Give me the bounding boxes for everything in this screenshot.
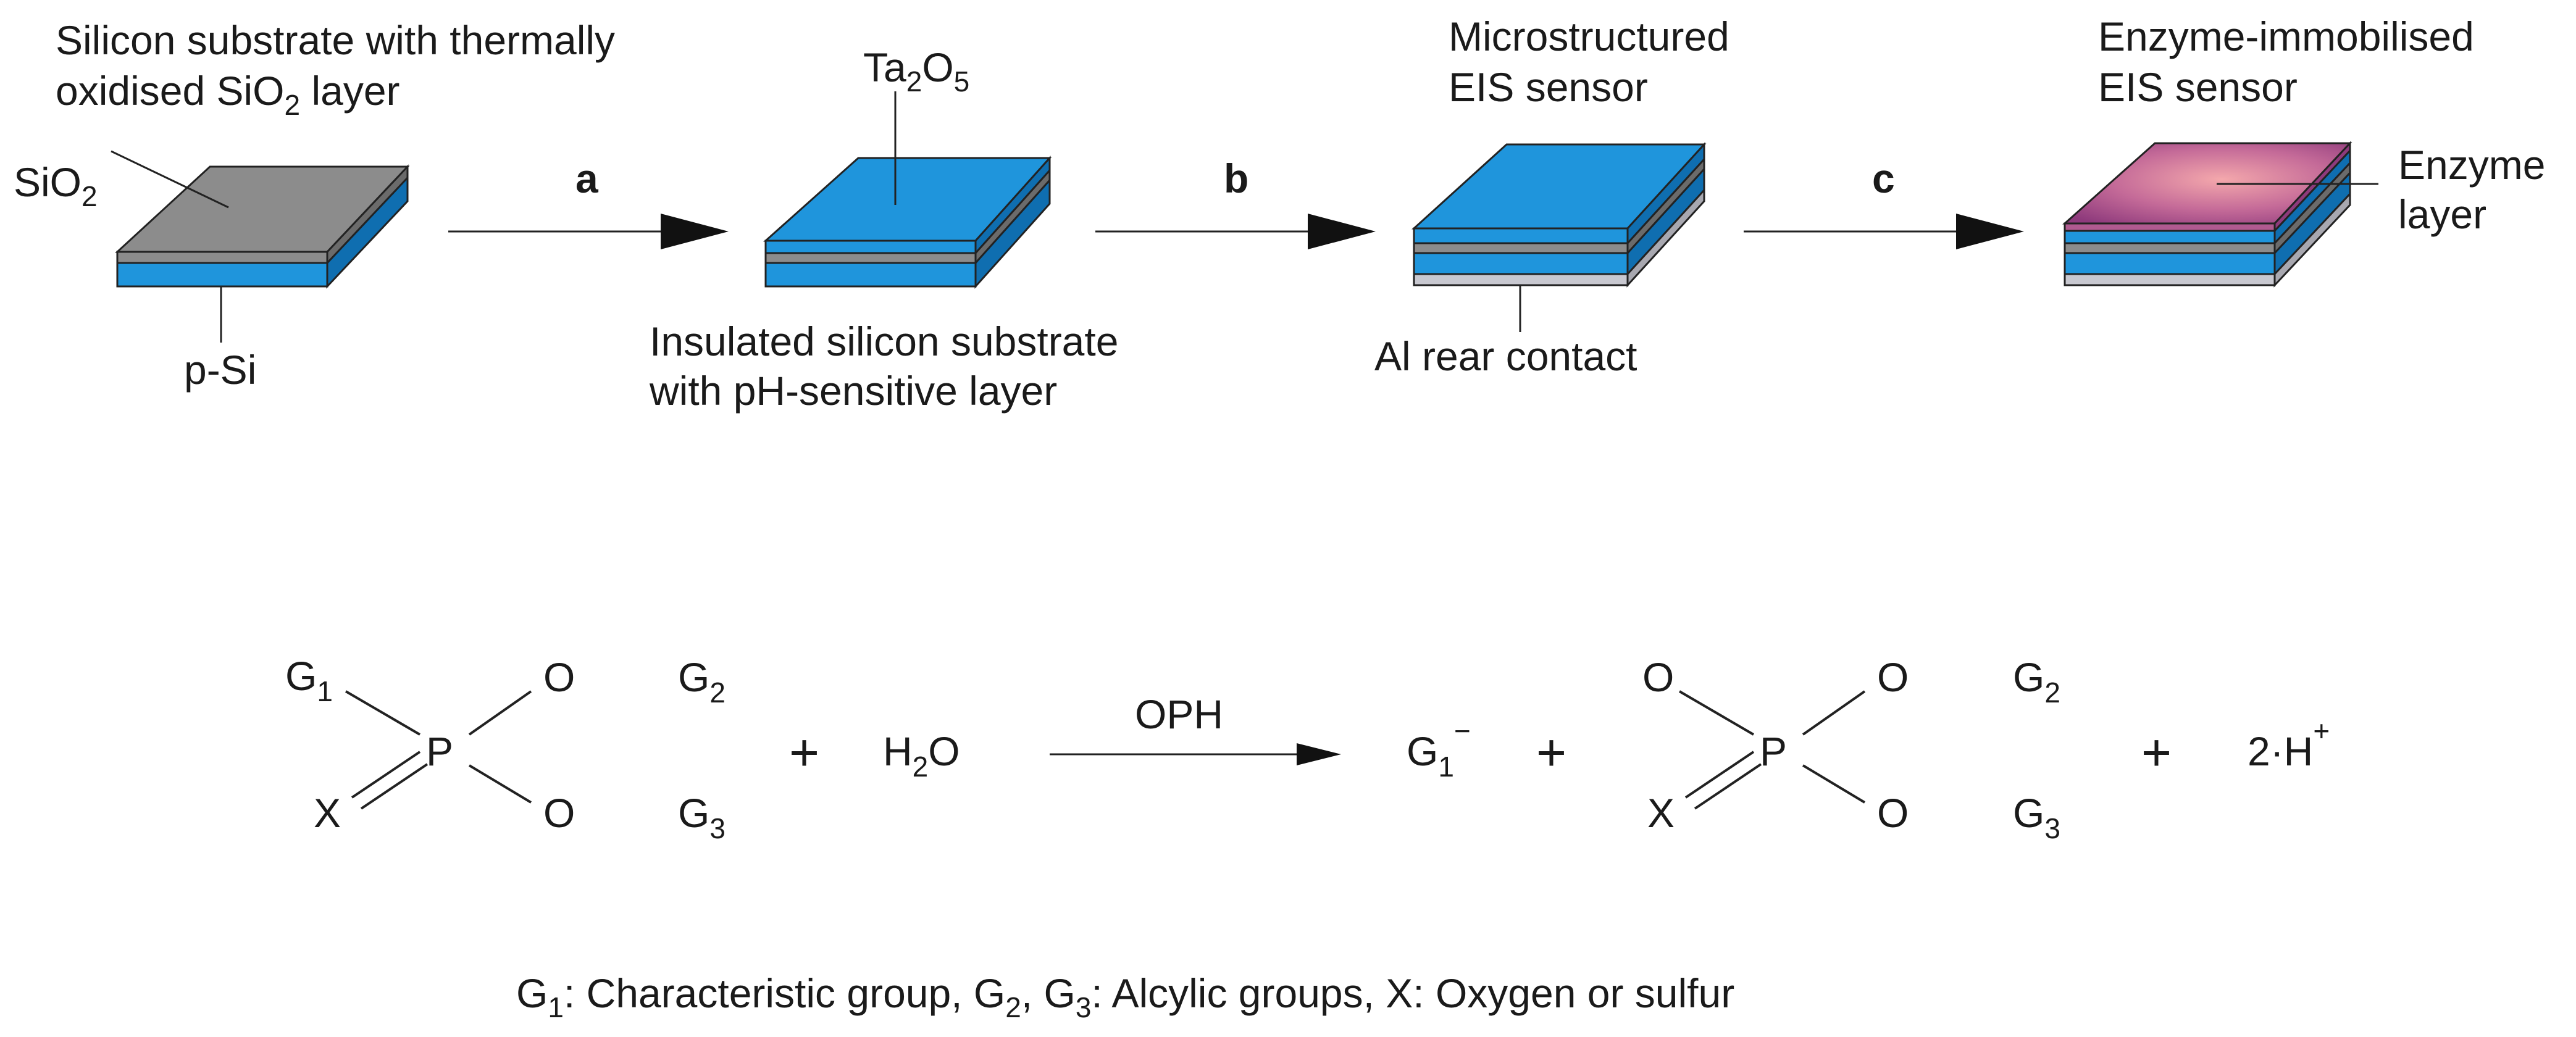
- step2-caption-line2: with pH-sensitive layer: [649, 368, 1057, 414]
- reactant-g2: G2: [678, 654, 726, 709]
- label-p-si: p-Si: [184, 347, 256, 393]
- product-g2: G2: [2013, 654, 2060, 709]
- step3-caption-line1: Microstructured: [1449, 14, 1729, 59]
- step1-caption-line2: oxidised SiO2 layer: [56, 68, 400, 121]
- reactant-g1: G1: [285, 653, 333, 707]
- arrow-a-label: a: [575, 156, 599, 201]
- label-enzyme-line2: layer: [2398, 191, 2486, 237]
- label-al-rear-contact: Al rear contact: [1374, 333, 1637, 379]
- reactant-phosphate-structure: [345, 690, 532, 810]
- arrow-c: [1744, 214, 2024, 249]
- reactant-oxygen-top: O: [543, 654, 575, 700]
- product-protons: 2·H+: [2248, 715, 2330, 774]
- plus-sign-2: +: [1536, 723, 1566, 781]
- plus-sign-3: +: [2141, 723, 2172, 781]
- legend-line: G1: Characteristic group, G2, G3: Alcyli…: [516, 970, 1734, 1023]
- water-molecule: H2O: [883, 728, 960, 783]
- step4-sensor-block: [2062, 141, 2352, 288]
- product-phosphate-structure: [1678, 690, 1866, 810]
- step3-caption-line2: EIS sensor: [1449, 64, 1648, 110]
- step3-sensor-block: [1411, 142, 1707, 288]
- product-phosphorus: P: [1760, 728, 1787, 774]
- label-sio2: SiO2: [14, 159, 98, 212]
- product-g1-anion: G1−: [1407, 715, 1471, 783]
- step4-caption-line1: Enzyme-immobilised: [2098, 14, 2474, 59]
- reactant-x: X: [314, 790, 341, 836]
- arrow-c-label: c: [1872, 156, 1895, 201]
- step2-substrate-block: [763, 156, 1052, 289]
- step1-substrate-block: [115, 164, 410, 289]
- step2-caption-line1: Insulated silicon substrate: [650, 319, 1118, 364]
- sio2-leader-line: [111, 150, 229, 209]
- arrow-b-label: b: [1224, 156, 1248, 201]
- product-g3: G3: [2013, 790, 2060, 844]
- product-oxygen-top: O: [1877, 654, 1909, 700]
- label-ta2o5: Ta2O5: [863, 44, 969, 98]
- reaction-arrow: [1050, 743, 1341, 765]
- step4-caption-line2: EIS sensor: [2098, 64, 2298, 110]
- product-x: X: [1647, 790, 1675, 836]
- reactant-g3: G3: [678, 790, 726, 844]
- plus-sign-1: +: [789, 723, 819, 781]
- arrow-b: [1095, 214, 1376, 249]
- product-oxygen-bottom: O: [1877, 790, 1909, 836]
- step1-caption-line1: Silicon substrate with thermally: [56, 17, 615, 63]
- arrow-a: [448, 214, 729, 249]
- reactant-phosphorus: P: [426, 728, 453, 774]
- reactant-oxygen-bottom: O: [543, 790, 575, 836]
- product-oxygen-left: O: [1642, 654, 1674, 700]
- catalyst-oph: OPH: [1135, 691, 1223, 737]
- label-enzyme-line1: Enzyme: [2398, 142, 2545, 188]
